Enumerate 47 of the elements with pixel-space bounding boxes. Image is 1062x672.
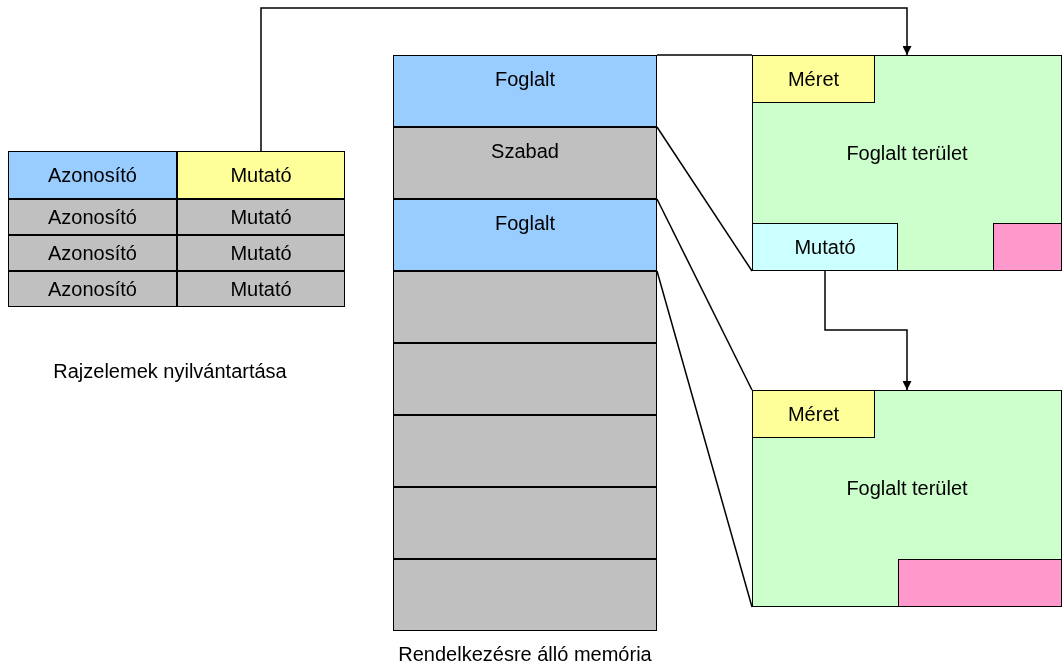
memory-block [393, 415, 657, 487]
table-cell [177, 151, 345, 199]
cell-text: Foglalt [495, 212, 555, 235]
cell-text: Méret [787, 67, 840, 91]
connector-line [656, 270, 753, 608]
table-cell [177, 235, 345, 271]
cell-text: Mutató [230, 241, 292, 265]
cell-text: Méret [787, 402, 840, 426]
cell-text: Mutató [230, 163, 292, 187]
memory-block [393, 127, 657, 199]
table-cell [8, 271, 177, 307]
connector-line [656, 198, 753, 391]
allocated-area [752, 390, 1062, 607]
padding-block [993, 223, 1062, 271]
cell-text: Szabad [491, 140, 559, 163]
area-title: Foglalt terület [846, 477, 968, 500]
memory-block [393, 487, 657, 559]
size-field [752, 55, 875, 103]
arrow [824, 270, 912, 391]
caption: Rajzelemek nyilvántartása [53, 360, 287, 383]
cell-text: Mutató [230, 277, 292, 301]
memory-block [393, 55, 657, 127]
cell-text: Azonosító [48, 205, 137, 229]
connector-line [656, 126, 753, 272]
cell-text: Mutató [230, 205, 292, 229]
area-title: Foglalt terület [846, 141, 968, 165]
cell-text: Mutató [794, 235, 856, 259]
memory-block [393, 271, 657, 343]
table-cell [177, 271, 345, 307]
memory-block [393, 559, 657, 631]
allocated-area [752, 55, 1062, 271]
cell-text: Azonosító [48, 277, 137, 301]
table-cell [8, 151, 177, 199]
padding-block [898, 559, 1062, 607]
caption: Rendelkezésre álló memória [398, 643, 652, 666]
table-cell [8, 199, 177, 235]
table-cell [8, 235, 177, 271]
cell-text: Foglalt [495, 68, 555, 91]
arrow [260, 7, 912, 152]
pointer-field [752, 223, 898, 271]
connector-line [656, 54, 753, 56]
cell-text: Azonosító [48, 163, 137, 187]
memory-block [393, 199, 657, 271]
size-field [752, 390, 875, 438]
cell-text: Azonosító [48, 241, 137, 265]
table-cell [177, 199, 345, 235]
memory-block [393, 343, 657, 415]
